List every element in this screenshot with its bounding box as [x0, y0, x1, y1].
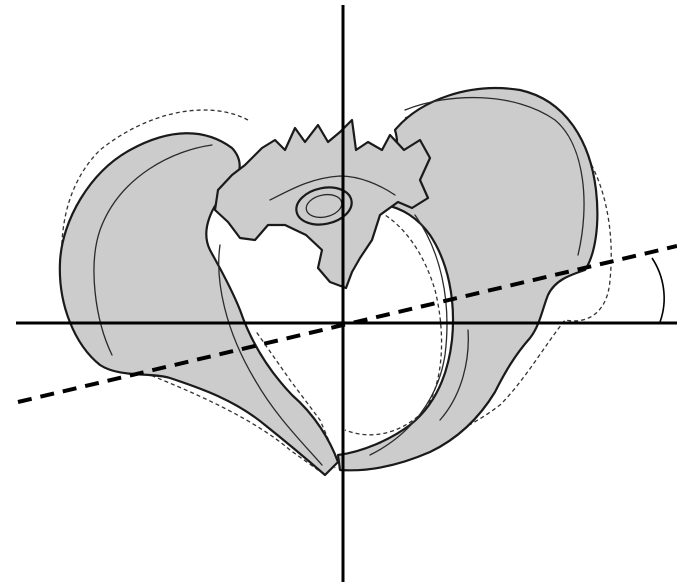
right-iliac-wing: [338, 88, 597, 470]
rotation-angle-arc: [652, 258, 664, 322]
right-hemipelvis: [338, 88, 597, 470]
axis-intersection-point: [341, 321, 346, 326]
